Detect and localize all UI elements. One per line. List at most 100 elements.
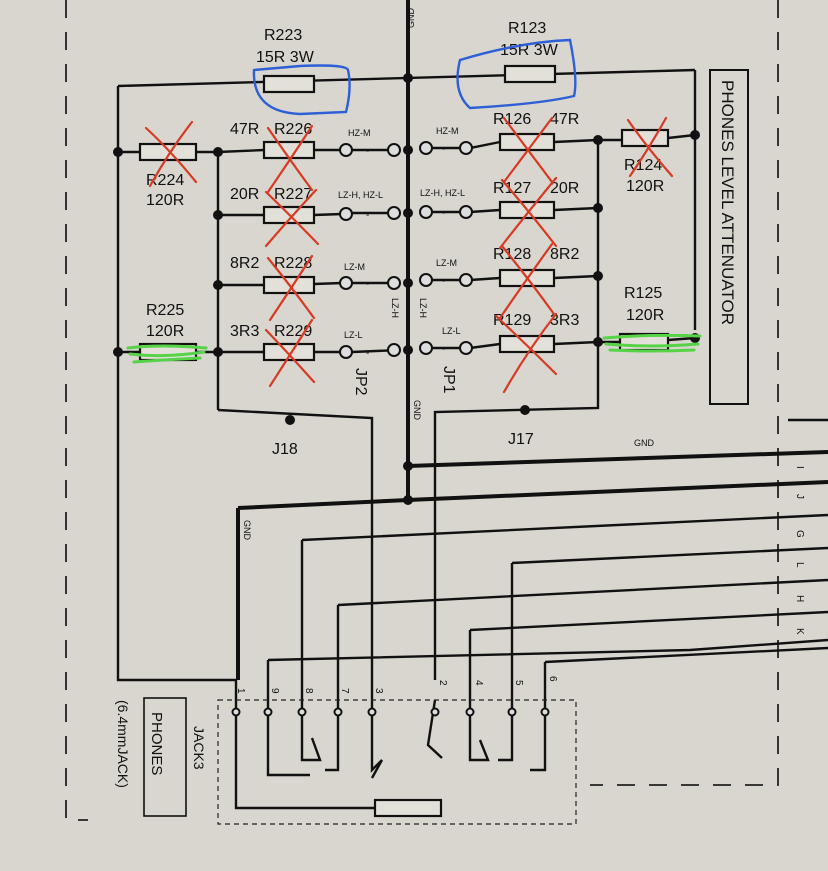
gnd-left-label: GND: [242, 520, 252, 541]
r125-ref: R125: [624, 285, 662, 302]
red-strikeout-marks: [144, 116, 674, 394]
gnd-right-label: GND: [634, 438, 655, 448]
jp1-lzm-label: LZ-M: [436, 258, 457, 268]
gnd-mid-label: GND: [412, 400, 422, 421]
r128-value: 8R2: [550, 246, 579, 263]
x-r228: [266, 254, 316, 322]
highlight-r223: [252, 64, 351, 116]
jp1-hzm-label: HZ-M: [436, 126, 459, 136]
r123-ref: R123: [508, 20, 546, 37]
x-r226: [266, 124, 314, 194]
connector-letter-k: K: [794, 628, 805, 635]
phones-box: [143, 697, 187, 817]
r229-body: [262, 342, 316, 362]
connector-letter-h: H: [794, 595, 805, 602]
pin-7: 7: [339, 688, 350, 694]
jp2-lzh-label: LZ-H: [390, 298, 400, 318]
r228-ref: R228: [274, 255, 312, 272]
r223-ref: R223: [264, 27, 302, 44]
jumper-labels: HZ-M HZ-M LZ-H, HZ-L LZ-H, HZ-L LZ-M LZ-…: [338, 126, 465, 340]
x-r127: [498, 176, 558, 250]
svg-text:-: -: [442, 344, 445, 355]
jp2-hzm-label: HZ-M: [348, 128, 371, 138]
r227-ref: R227: [274, 186, 312, 203]
outer-dashed-frame: [65, 0, 779, 821]
j17-label: J17: [508, 431, 534, 448]
pin-5: 5: [513, 680, 524, 686]
jp1-lzl-label: LZ-L: [442, 326, 461, 336]
r129-ref: R129: [493, 312, 531, 329]
r125-value: 120R: [626, 307, 664, 324]
r124-value: 120R: [626, 178, 664, 195]
r229-ref: R229: [274, 323, 312, 340]
svg-text:-: -: [442, 144, 445, 155]
x-r126: [502, 116, 554, 184]
x-r124: [626, 116, 674, 178]
r225-ref: R225: [146, 302, 184, 319]
pin-4: 4: [473, 680, 484, 686]
r226-value: 47R: [230, 121, 259, 138]
resistor-labels: R223 15R 3W R123 15R 3W R224 120R R225 1…: [146, 20, 664, 340]
r126-ref: R126: [493, 111, 531, 128]
r124-ref: R124: [624, 157, 662, 174]
pin-9: 9: [269, 688, 280, 694]
jp2-lzh-hzl-label: LZ-H, HZ-L: [338, 190, 383, 200]
phones-jack-size: (6.4mmJACK): [115, 700, 131, 788]
r229-value: 3R3: [230, 323, 259, 340]
jp2-lzm-label: LZ-M: [344, 262, 365, 272]
pin-8: 8: [303, 688, 314, 694]
r127-value: 20R: [550, 180, 579, 197]
x-r224: [144, 120, 198, 188]
r126-value: 47R: [550, 111, 579, 128]
svg-text:-: -: [366, 210, 369, 221]
jp2-lzl-label: LZ-L: [344, 330, 363, 340]
component-labels: JP2 JP1 J18 J17 GND GND GND GND: [242, 8, 655, 541]
pin-3: 3: [373, 688, 384, 694]
svg-text:-: -: [442, 276, 445, 287]
phones-label: PHONES: [148, 712, 165, 775]
resistor-bodies: [138, 64, 670, 362]
connector-letter-j: J: [794, 494, 805, 499]
x-r229: [264, 318, 316, 388]
pin-1: 1: [235, 688, 246, 694]
r223-body: [262, 74, 316, 94]
r226-body: [262, 140, 316, 160]
j18-pad: [285, 415, 295, 425]
r225-value: 120R: [146, 323, 184, 340]
mark-r125: [602, 333, 702, 353]
jumper-pads: -- -- -- --: [339, 141, 473, 359]
pin-2: 2: [437, 680, 448, 686]
jack-outline: [217, 699, 577, 825]
svg-text:-: -: [366, 348, 369, 359]
gnd-top-label: GND: [406, 8, 416, 29]
connector-letter-i: I: [794, 466, 805, 469]
r123-body: [503, 64, 557, 84]
attenuator-title: PHONES LEVEL ATTENUATOR: [718, 80, 737, 325]
green-marks: [126, 333, 702, 364]
pin-6: 6: [547, 676, 558, 682]
x-r128: [498, 242, 556, 320]
x-r129: [494, 312, 558, 394]
svg-text:-: -: [366, 146, 369, 157]
r129-value: 3R3: [550, 312, 579, 329]
jack3-label: JACK3: [191, 726, 207, 770]
j17-pad: [520, 405, 530, 415]
r226-ref: R226: [274, 121, 312, 138]
r128-ref: R128: [493, 246, 531, 263]
jp1-label: JP1: [440, 366, 457, 394]
r227-value: 20R: [230, 186, 259, 203]
r224-body: [138, 142, 198, 162]
svg-text:-: -: [442, 208, 445, 219]
j18-label: J18: [272, 441, 298, 458]
blue-highlights: [252, 38, 577, 116]
jp1-lzh-hzl-label: LZ-H, HZ-L: [420, 188, 465, 198]
r127-ref: R127: [493, 180, 531, 197]
r228-value: 8R2: [230, 255, 259, 272]
connector-letters: I J G L H K: [788, 418, 828, 635]
attenuator-title-box: PHONES LEVEL ATTENUATOR: [709, 69, 749, 405]
r223-value: 15R 3W: [256, 49, 315, 66]
jack-block: PHONES (6.4mmJACK) JACK3 1 9 8 7 3 2 4 5…: [115, 676, 577, 825]
jp1-lzh-label: LZ-H: [418, 298, 428, 318]
